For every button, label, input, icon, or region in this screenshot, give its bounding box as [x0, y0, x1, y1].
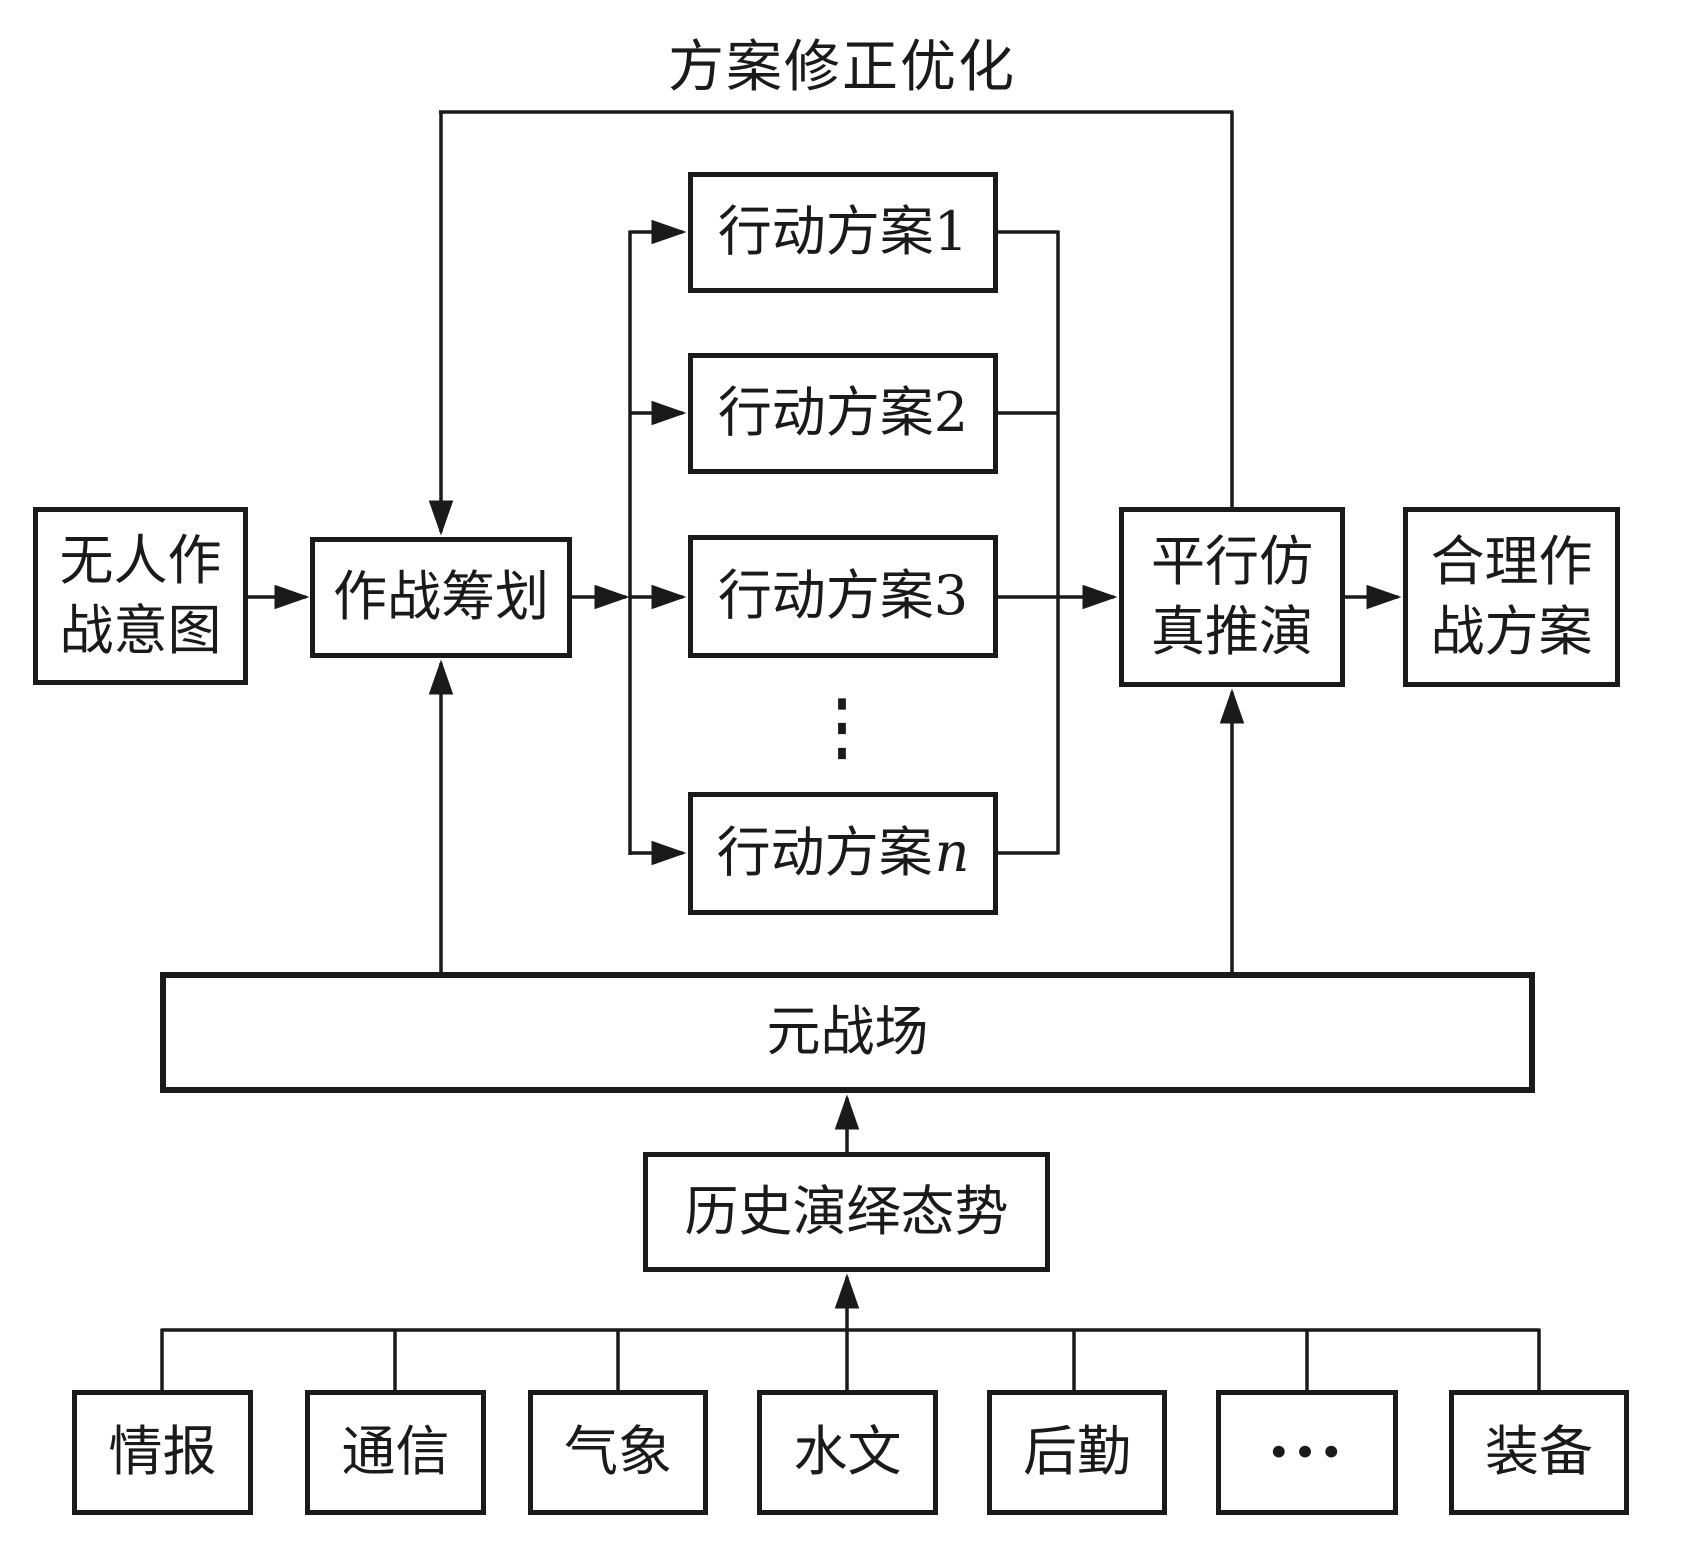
source-logistics-label: 后勤	[1023, 1420, 1131, 1484]
node-source-equipment: 装备	[1449, 1390, 1629, 1515]
source-equipment-label: 装备	[1485, 1420, 1593, 1484]
action-plan-2-label: 行动方案2	[717, 381, 969, 445]
node-source-intelligence: 情报	[72, 1390, 253, 1515]
combat-planning-label: 作战筹划	[333, 565, 549, 629]
node-action-plan-n: 行动方案n	[688, 792, 998, 915]
rational-combat-plan-label: 合理作 战方案	[1430, 529, 1593, 663]
node-combat-planning: 作战筹划	[310, 537, 572, 658]
source-communication-label: 通信	[341, 1420, 450, 1484]
parallel-simulation-label: 平行仿 真推演	[1151, 529, 1313, 663]
source-hydrology-label: 水文	[793, 1420, 902, 1484]
node-unmanned-combat-intent: 无人作 战意图	[33, 507, 248, 685]
history-deduction-situation-label: 历史演绎态势	[684, 1179, 1009, 1243]
source-meteorology-label: 气象	[564, 1420, 672, 1484]
node-meta-battlefield: 元战场	[160, 972, 1535, 1093]
node-action-plan-1: 行动方案1	[688, 172, 998, 293]
node-action-plan-3: 行动方案3	[688, 535, 998, 658]
source-ellipsis-label: ···	[1267, 1414, 1347, 1490]
node-source-meteorology: 气象	[528, 1390, 708, 1515]
action-plan-1-label: 行动方案1	[717, 200, 969, 264]
node-action-plan-2: 行动方案2	[688, 353, 998, 474]
node-source-logistics: 后勤	[987, 1390, 1167, 1515]
action-plan-3-label: 行动方案3	[717, 564, 969, 628]
node-history-deduction-situation: 历史演绎态势	[643, 1152, 1050, 1272]
plans-vertical-ellipsis: ⋮	[813, 683, 871, 769]
meta-battlefield-label: 元战场	[766, 1000, 929, 1064]
node-source-communication: 通信	[305, 1390, 486, 1515]
action-plan-n-label: 行动方案n	[716, 821, 970, 885]
node-parallel-simulation: 平行仿 真推演	[1119, 507, 1345, 687]
node-source-ellipsis: ···	[1216, 1390, 1398, 1515]
diagram-title: 方案修正优化	[668, 35, 1016, 100]
source-intelligence-label: 情报	[108, 1420, 217, 1484]
node-rational-combat-plan: 合理作 战方案	[1403, 507, 1620, 687]
unmanned-combat-intent-label: 无人作 战意图	[59, 528, 222, 662]
node-source-hydrology: 水文	[757, 1390, 938, 1515]
